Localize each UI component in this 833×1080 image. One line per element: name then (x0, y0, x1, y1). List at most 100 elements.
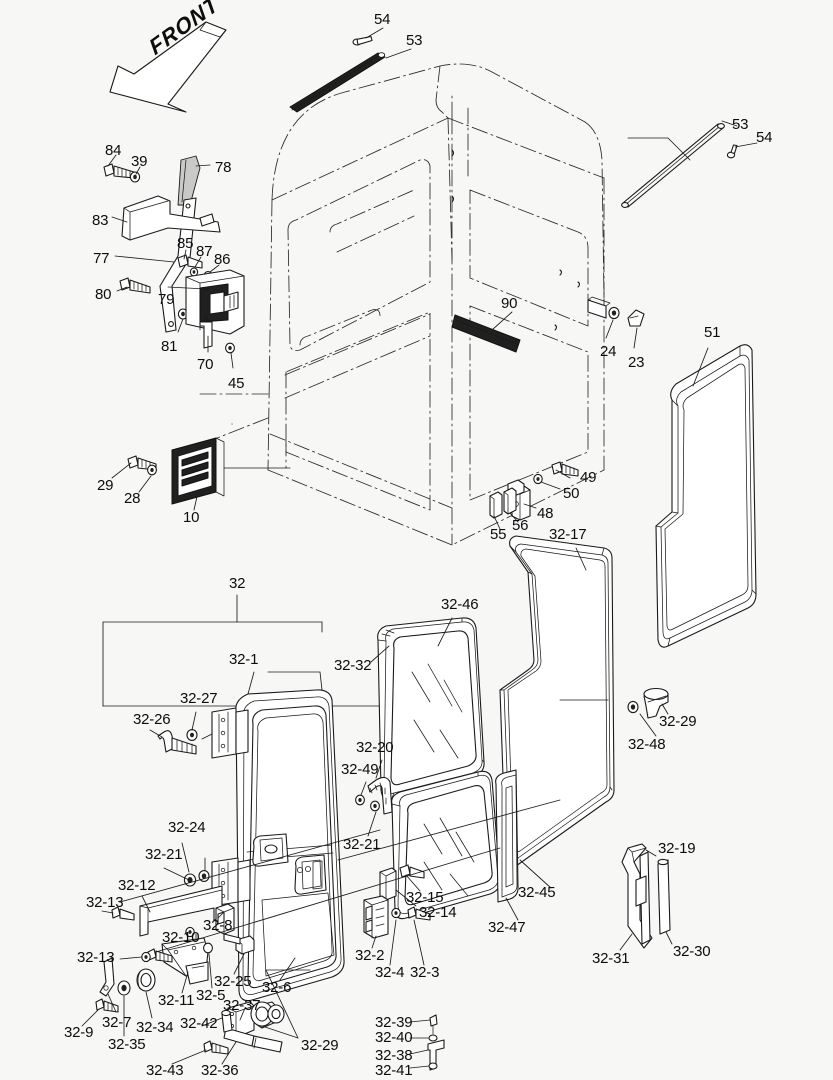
washer-32-48 (627, 700, 639, 714)
callout-32-47: 32-47 (488, 919, 526, 936)
callout-77: 77 (93, 250, 110, 267)
callout-32-36: 32-36 (201, 1062, 239, 1079)
callout-84: 84 (105, 142, 122, 159)
callout-32-38: 32-38 (375, 1047, 413, 1064)
callout-32-20: 32-20 (356, 739, 394, 756)
callout-32-29b: 32-29 (301, 1037, 339, 1054)
callout-32-1: 32-1 (229, 651, 259, 668)
callout-90: 90 (501, 295, 518, 312)
roof-seal-right-53 (621, 123, 725, 208)
washer-32-35 (117, 980, 131, 996)
callout-24: 24 (600, 343, 617, 360)
seal-ring-32-34 (136, 968, 156, 992)
callout-79: 79 (158, 291, 175, 308)
callout-32-9: 32-9 (64, 1024, 94, 1041)
callout-32-31: 32-31 (592, 950, 630, 967)
callout-48: 48 (537, 505, 554, 522)
callout-23: 23 (628, 354, 645, 371)
callout-53a: 53 (406, 32, 423, 49)
callout-85: 85 (177, 235, 194, 252)
strip-32-30 (657, 858, 671, 935)
front-arrow-icon (109, 21, 227, 113)
bolt-32-26 (157, 730, 197, 755)
callout-32-14: 32-14 (419, 904, 457, 921)
callout-32-42: 32-42 (180, 1015, 218, 1032)
callout-32-34: 32-34 (136, 1019, 174, 1036)
bolt-32-3 (407, 906, 431, 921)
callout-55: 55 (490, 526, 507, 543)
callout-87: 87 (196, 243, 213, 260)
glass-strip-90 (451, 314, 521, 353)
bolt-32-13-lower (147, 948, 173, 963)
callout-32-35: 32-35 (108, 1036, 146, 1053)
roof-seal-left-53 (289, 52, 386, 113)
bolt-32-43 (203, 1040, 229, 1055)
callout-32: 32 (229, 575, 246, 592)
callout-32-26: 32-26 (133, 711, 171, 728)
callout-32-3: 32-3 (410, 964, 440, 981)
callout-70: 70 (197, 356, 214, 373)
bushing-32-29-upper (643, 687, 669, 719)
callout-32-32: 32-32 (334, 657, 372, 674)
vent-grille-10 (171, 437, 225, 505)
striker-32-8 (215, 903, 235, 935)
callout-32-39: 32-39 (375, 1014, 413, 1031)
callout-80: 80 (95, 286, 112, 303)
callout-78: 78 (215, 159, 232, 176)
lower-window-32-45 (391, 770, 501, 920)
callout-32-48: 32-48 (628, 736, 666, 753)
callout-32-19: 32-19 (658, 840, 696, 857)
bolt-54-top (352, 35, 373, 46)
callout-32-2: 32-2 (355, 947, 385, 964)
callout-32-45: 32-45 (518, 884, 556, 901)
callout-32-29a: 32-29 (659, 713, 697, 730)
callout-32-6: 32-6 (262, 979, 292, 996)
shim-55-56 (489, 487, 517, 519)
callout-32-49: 32-49 (341, 761, 379, 778)
door-seal-51 (655, 344, 757, 648)
callout-32-13a: 32-13 (86, 894, 124, 911)
callout-29: 29 (97, 477, 114, 494)
hardware-32-24 (183, 870, 210, 887)
window-seal-32-17 (499, 535, 615, 868)
bracket-32-11 (161, 937, 209, 985)
callout-83: 83 (92, 212, 109, 229)
plug-23 (627, 309, 645, 327)
bracket-32-31 (621, 843, 653, 949)
bolt-54-right (726, 144, 738, 159)
callout-32-37: 32-37 (223, 997, 261, 1014)
callout-32-43: 32-43 (146, 1062, 184, 1079)
window-seal-32-47 (495, 769, 519, 903)
callout-51: 51 (704, 324, 721, 341)
block-32-14 (379, 867, 397, 901)
bolt-32-15 (399, 864, 425, 879)
callout-32-41: 32-41 (375, 1062, 413, 1079)
callout-32-24: 32-24 (168, 819, 206, 836)
hardware-stack-right (427, 1014, 445, 1071)
cab-reference-outline (199, 63, 605, 546)
callout-32-4: 32-4 (375, 964, 405, 981)
callout-32-46: 32-46 (441, 596, 479, 613)
callout-32-17: 32-17 (549, 526, 587, 543)
callout-32-30: 32-30 (673, 943, 711, 960)
callout-32-15: 32-15 (406, 889, 444, 906)
callout-28: 28 (124, 490, 141, 507)
bolt-49 (551, 461, 579, 477)
callout-32-10: 32-10 (162, 929, 200, 946)
callout-54a: 54 (374, 11, 391, 28)
callout-45: 45 (228, 375, 245, 392)
callout-32-5: 32-5 (196, 987, 226, 1004)
callout-32-7: 32-7 (102, 1014, 132, 1031)
pin-32-42 (221, 1009, 233, 1033)
callout-86: 86 (214, 251, 231, 268)
rod-32-36 (223, 1027, 283, 1053)
callout-50: 50 (563, 485, 580, 502)
callout-81: 81 (161, 338, 178, 355)
callout-32-12: 32-12 (118, 877, 156, 894)
callout-56: 56 (512, 517, 529, 534)
callout-32-11: 32-11 (158, 992, 195, 1009)
callout-32-25: 32-25 (214, 973, 252, 990)
callout-53b: 53 (732, 116, 749, 133)
